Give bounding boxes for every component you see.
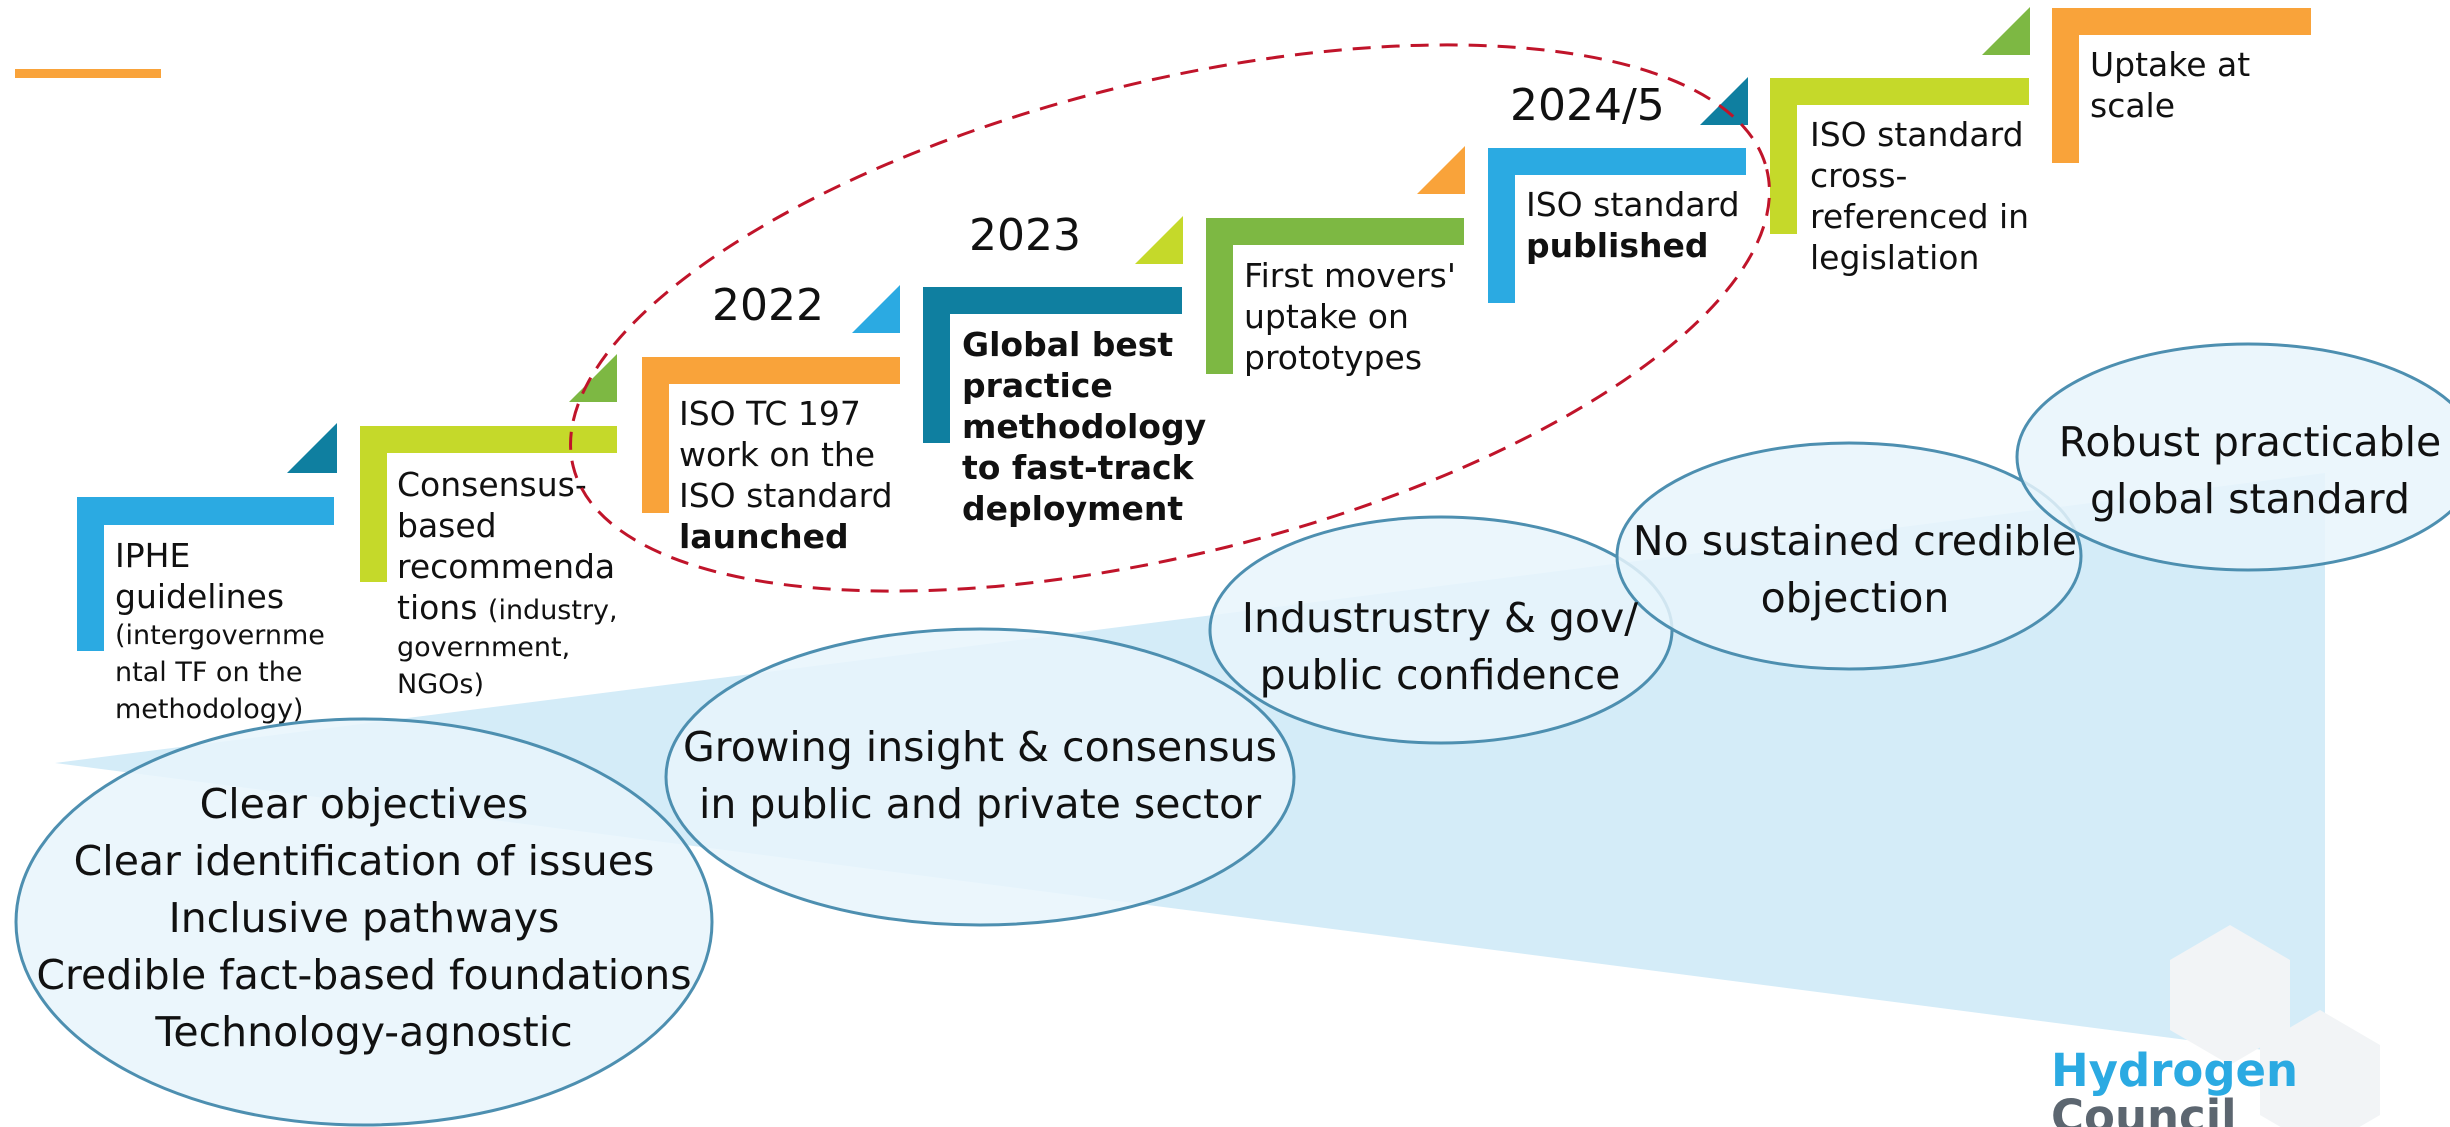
step-triangle: [287, 423, 337, 473]
step-text-first-movers: First movers' uptake on prototypes: [1244, 256, 1456, 377]
year-label: 2023: [969, 210, 1081, 261]
step-bar-horizontal: [1770, 78, 2029, 105]
step-bar-horizontal: [1206, 218, 1464, 245]
step-text-cross-referenced: ISO standard cross- referenced in legisl…: [1810, 115, 2030, 277]
oval-text-confidence: Industrustry & gov/ public confidence: [1241, 594, 1639, 699]
step-bar-horizontal: [2052, 8, 2311, 35]
step-text-iphe: IPHE guidelines (intergovernme ntal TF o…: [115, 536, 325, 725]
step-text-iso-tc: ISO TC 197 work on the ISO standard laun…: [679, 394, 893, 556]
step-triangle: [1700, 77, 1748, 125]
step-bar-horizontal: [77, 497, 334, 525]
outcome-oval: [2015, 342, 2450, 572]
step-bar-vertical: [1488, 148, 1515, 303]
step-bar-horizontal: [923, 287, 1182, 314]
step-bar-horizontal: [360, 426, 617, 453]
outcome-oval: [1615, 441, 2083, 671]
step-bar-vertical: [923, 287, 950, 443]
step-bar-horizontal: [642, 357, 900, 384]
step-bar-vertical: [2052, 8, 2079, 163]
step-text-iso-published: ISO standard published: [1526, 185, 1740, 265]
step-text-uptake-at-scale: Uptake at scale: [2090, 45, 2251, 125]
step-bar-vertical: [77, 497, 104, 651]
oval-text-robust-standard: Robust practicable global standard: [2058, 418, 2442, 523]
year-label: 2024/5: [1510, 80, 1665, 131]
step-triangle: [1135, 216, 1183, 264]
step-triangle: [852, 285, 900, 333]
step-triangle: [569, 354, 617, 402]
step-triangle: [1417, 146, 1465, 194]
year-label: 2022: [712, 280, 824, 331]
accent-line: [15, 69, 161, 78]
oval-text-clear-objectives: Clear objectives Clear identification of…: [36, 780, 692, 1056]
step-triangle: [1982, 7, 2030, 55]
step-text-global-best-practice: Global best practice methodology to fast…: [962, 325, 1207, 528]
outcome-oval: [664, 627, 1296, 927]
step-bar-vertical: [1206, 218, 1233, 374]
step-bar-vertical: [360, 426, 387, 582]
hexagon-watermark-icon: [2170, 925, 2290, 1065]
outcome-oval: [14, 717, 714, 1127]
hydrogen-council-logo: Hydrogen Council: [2051, 1044, 2299, 1127]
step-bar-vertical: [642, 357, 669, 513]
hexagon-watermark-icon: [2260, 1010, 2380, 1127]
oval-text-growing-insight: Growing insight & consensus in public an…: [683, 723, 1277, 828]
step-text-consensus: Consensus- based recommenda tions (indus…: [397, 465, 618, 700]
oval-text-no-objection: No sustained credible objection: [1632, 517, 2078, 622]
step-bar-horizontal: [1488, 148, 1746, 175]
step-bar-vertical: [1770, 78, 1797, 234]
